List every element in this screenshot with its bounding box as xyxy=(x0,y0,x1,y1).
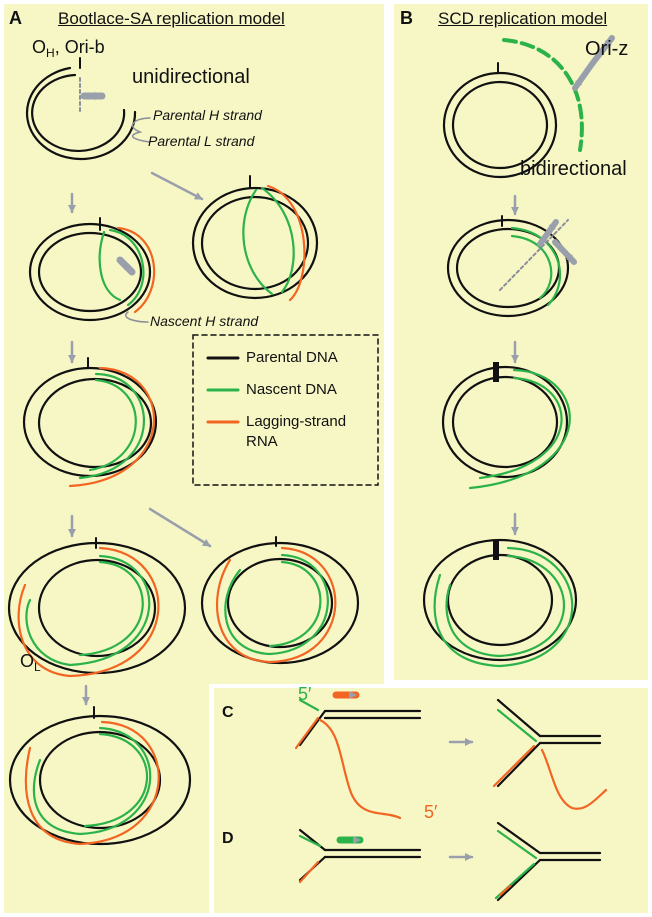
panel-a-letter: A xyxy=(9,8,22,28)
panel-a-title: Bootlace-SA replication model xyxy=(58,9,285,28)
bi-arrow-b1-up xyxy=(589,35,615,67)
oh-subscript: H xyxy=(46,46,55,60)
legend-label-lagging-line2: RNA xyxy=(246,433,278,450)
ori-b-label: OH, Ori-b xyxy=(32,37,105,60)
panel-b-title: SCD replication model xyxy=(438,9,608,28)
circle-b1 xyxy=(442,38,584,179)
panel-c-five-prime-orange: 5′ xyxy=(424,802,438,822)
strand-leader-lines xyxy=(131,117,151,143)
flow-arrow-2 xyxy=(150,171,204,201)
circle-b4 xyxy=(422,538,578,668)
circle-a7 xyxy=(8,706,192,846)
circle-a5 xyxy=(7,537,187,678)
circle-a3 xyxy=(191,175,319,302)
fork-c2 xyxy=(492,698,608,810)
bi-arrow-b1-down xyxy=(572,61,595,91)
fork-d2 xyxy=(494,821,602,902)
circle-a1 xyxy=(25,57,137,161)
bi-arrow-b2-down xyxy=(552,239,577,265)
ol-text: O xyxy=(20,651,35,671)
ol-subscript: L xyxy=(34,660,41,674)
direction-arrow-a2 xyxy=(116,256,136,276)
fork-c1 xyxy=(294,698,422,820)
fork-d1 xyxy=(298,828,422,884)
panel-cd-background xyxy=(214,688,648,913)
nascent-leader-line xyxy=(125,311,149,323)
nascent-h-label: Nascent H strand xyxy=(150,313,259,329)
circle-b2 xyxy=(446,215,570,318)
oh-rest-text: , Ori-b xyxy=(54,37,105,57)
unidirectional-label: unidirectional xyxy=(132,66,250,88)
parental-l-label: Parental L strand xyxy=(148,133,255,149)
bi-arrow-b2-up xyxy=(537,219,559,247)
legend-label-nascent: Nascent DNA xyxy=(246,381,337,398)
panel-d-letter: D xyxy=(222,830,234,847)
panel-b-letter: B xyxy=(400,8,413,28)
bidirectional-label: bidirectional xyxy=(520,158,627,180)
circle-b3 xyxy=(441,362,571,490)
circle-a4 xyxy=(22,357,158,488)
panel-c-five-prime-green: 5′ xyxy=(298,684,312,704)
legend-label-parental: Parental DNA xyxy=(246,349,338,366)
ori-dotted-b2 xyxy=(499,219,569,291)
parental-h-label: Parental H strand xyxy=(153,107,262,123)
legend-label-lagging: Lagging-strand xyxy=(246,413,347,430)
panel-c-letter: C xyxy=(222,704,234,721)
panel-a-background xyxy=(4,4,384,684)
oh-text: O xyxy=(32,37,47,57)
circle-a6 xyxy=(200,536,360,665)
ol-label: OL xyxy=(20,651,41,674)
circle-a2 xyxy=(28,217,156,322)
ori-z-label: Ori-z xyxy=(585,38,629,60)
flow-arrow-5 xyxy=(148,507,212,548)
legend-box xyxy=(192,334,379,486)
